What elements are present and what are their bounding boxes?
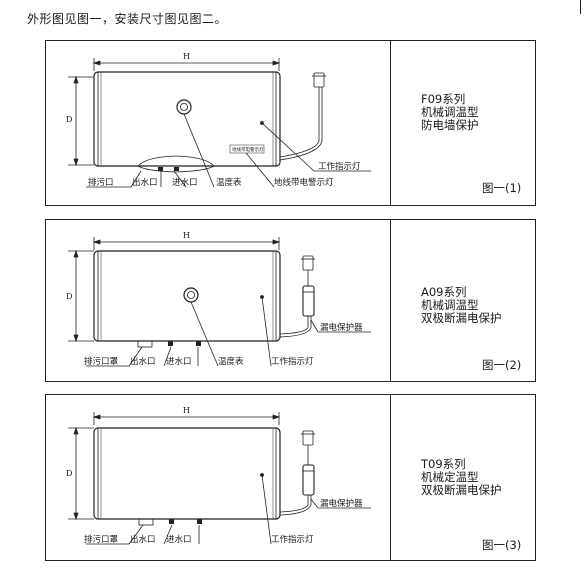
series-name: A09系列 — [421, 285, 467, 299]
label-outlet: 出水口 — [132, 178, 158, 188]
label-thermometer: 温度表 — [218, 357, 244, 367]
label-drain-cover: 排污口罩 — [84, 535, 119, 545]
protection-type: 双极断漏电保护 — [421, 311, 502, 325]
label-leakage-protector: 漏电保护器 — [320, 323, 363, 333]
label-outlet: 出水口 — [130, 357, 156, 367]
label-drain: 排污口 — [88, 178, 114, 188]
dimension-h-label: H — [183, 52, 190, 61]
ground-lamp-plate-text: 地线带电警示灯 — [232, 148, 264, 153]
heater-diagram-t09 — [68, 412, 371, 545]
panel-divider — [390, 395, 391, 560]
intro-text: 外形图见图一，安装尺寸图见图二。 — [27, 12, 228, 26]
series-name: T09系列 — [421, 457, 466, 471]
heater-diagram-a09 — [68, 237, 371, 367]
panel-a09: H D 排污口罩 出水口 进水口 温度表 工作指示灯 漏电保护器 A09系列 机… — [45, 219, 536, 382]
dimension-h-label: H — [183, 231, 190, 240]
dimension-d-label: D — [66, 292, 73, 301]
label-indicator: 工作指示灯 — [318, 162, 361, 172]
panel-t09: H D 排污口罩 出水口 进水口 工作指示灯 漏电保护器 T09系列 机械定温型… — [45, 394, 536, 561]
series-name: F09系列 — [421, 92, 466, 106]
label-thermometer: 温度表 — [216, 178, 242, 188]
figure-number: 图一(3) — [482, 538, 522, 552]
series-description: A09系列 机械调温型 双极断漏电保护 — [421, 286, 502, 325]
figure-number: 图一(2) — [482, 358, 522, 372]
heater-diagram-f09 — [68, 58, 371, 188]
label-indicator: 工作指示灯 — [271, 535, 314, 545]
series-description: F09系列 机械调温型 防电墙保护 — [421, 93, 479, 132]
control-type: 机械定温型 — [421, 470, 479, 484]
dimension-d-label: D — [66, 469, 73, 478]
panel-divider — [390, 220, 391, 381]
label-inlet: 进水口 — [166, 535, 192, 545]
control-type: 机械调温型 — [421, 105, 479, 119]
series-description: T09系列 机械定温型 双极断漏电保护 — [421, 458, 502, 497]
protection-type: 双极断漏电保护 — [421, 483, 502, 497]
label-indicator: 工作指示灯 — [271, 357, 314, 367]
label-inlet: 进水口 — [166, 357, 192, 367]
label-drain-cover: 排污口罩 — [84, 357, 119, 367]
panel-f09: H D 地线带电警示灯 排污口 出水口 进水口 温度表 地线带电警示灯 工作指示… — [45, 40, 536, 206]
label-outlet: 出水口 — [130, 535, 156, 545]
control-type: 机械调温型 — [421, 298, 479, 312]
dimension-h-label: H — [183, 406, 190, 415]
corner-mark — [580, 0, 581, 14]
panel-divider — [390, 41, 391, 205]
label-ground-lamp: 地线带电警示灯 — [274, 178, 334, 188]
label-inlet: 进水口 — [172, 178, 198, 188]
figure-number: 图一(1) — [482, 181, 522, 195]
dimension-d-label: D — [66, 115, 73, 124]
label-leakage-protector: 漏电保护器 — [320, 499, 363, 509]
protection-type: 防电墙保护 — [421, 118, 479, 132]
